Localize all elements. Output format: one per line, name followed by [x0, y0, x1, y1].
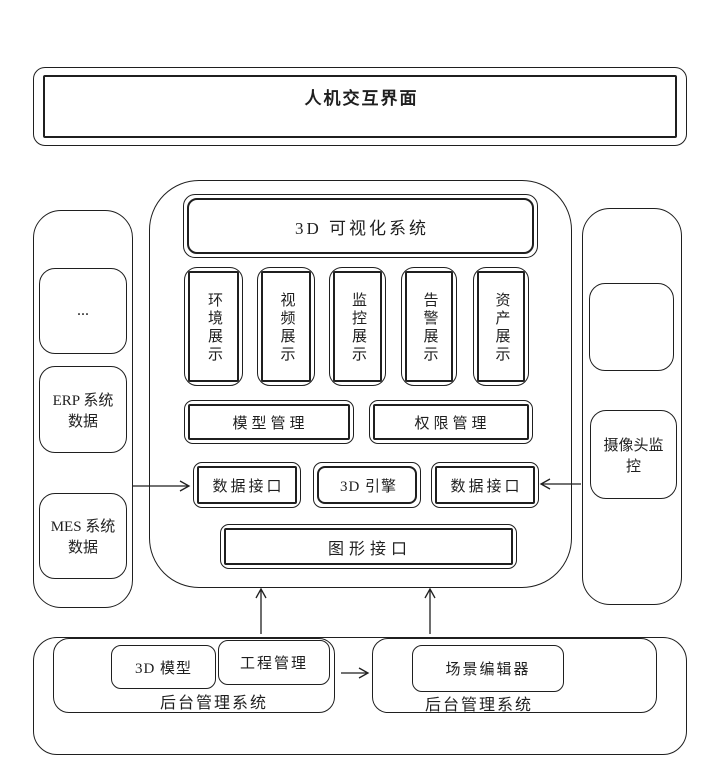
scene-editor-box: 场景编辑器 [412, 645, 564, 692]
erp-data-box: ERP 系统数据 [39, 366, 127, 453]
backend-system-group-1: 3D 模型 工程管理 后台管理系统 [53, 638, 335, 713]
model-management-box: 模型管理 [184, 400, 354, 444]
graphics-interface-box: 图形接口 [220, 524, 517, 569]
display-module-alarm: 告警展示 [401, 267, 457, 386]
display-module-environment: 环境展示 [184, 267, 243, 386]
data-interface-right-box: 数据接口 [431, 462, 539, 508]
backend-system-group-2: 场景编辑器 后台管理系统 [372, 638, 657, 714]
hmi-banner: 人机交互界面 [33, 67, 687, 146]
3d-engine-box: 3D 引擎 [313, 462, 421, 508]
right-camera-panel: 摄像头监控 [582, 208, 682, 605]
display-module-monitoring: 监控展示 [329, 267, 386, 386]
data-interface-left-box: 数据接口 [193, 462, 301, 508]
bottom-backend-container: 3D 模型 工程管理 后台管理系统 场景编辑器 后台管理系统 [33, 637, 687, 755]
display-module-asset: 资产展示 [473, 267, 529, 386]
project-management-box: 工程管理 [218, 640, 330, 685]
3d-model-box: 3D 模型 [111, 645, 216, 689]
camera-empty-box [589, 283, 674, 371]
permission-management-box: 权限管理 [369, 400, 533, 444]
camera-monitoring-box: 摄像头监控 [590, 410, 677, 499]
left-data-panel: ... ERP 系统数据 MES 系统数据 [33, 210, 133, 608]
system-title: 3D 可视化系统 [294, 218, 430, 238]
main-3d-system-panel: 3D 可视化系统 环境展示 视频展示 监控展示 告警展示 资产展示 模型管理 权… [149, 180, 572, 588]
display-module-video: 视频展示 [257, 267, 315, 386]
other-data-source-box: ... [39, 268, 127, 354]
mes-data-box: MES 系统数据 [39, 493, 127, 579]
system-title-box: 3D 可视化系统 [183, 194, 538, 258]
arrow-backend1-to-main [255, 587, 267, 634]
arrow-backend2-to-main [424, 587, 436, 634]
hmi-banner-title: 人机交互界面 [304, 89, 419, 108]
backend-system-label-2: 后台管理系统 [424, 697, 533, 714]
backend-system-label-1: 后台管理系统 [159, 695, 268, 712]
